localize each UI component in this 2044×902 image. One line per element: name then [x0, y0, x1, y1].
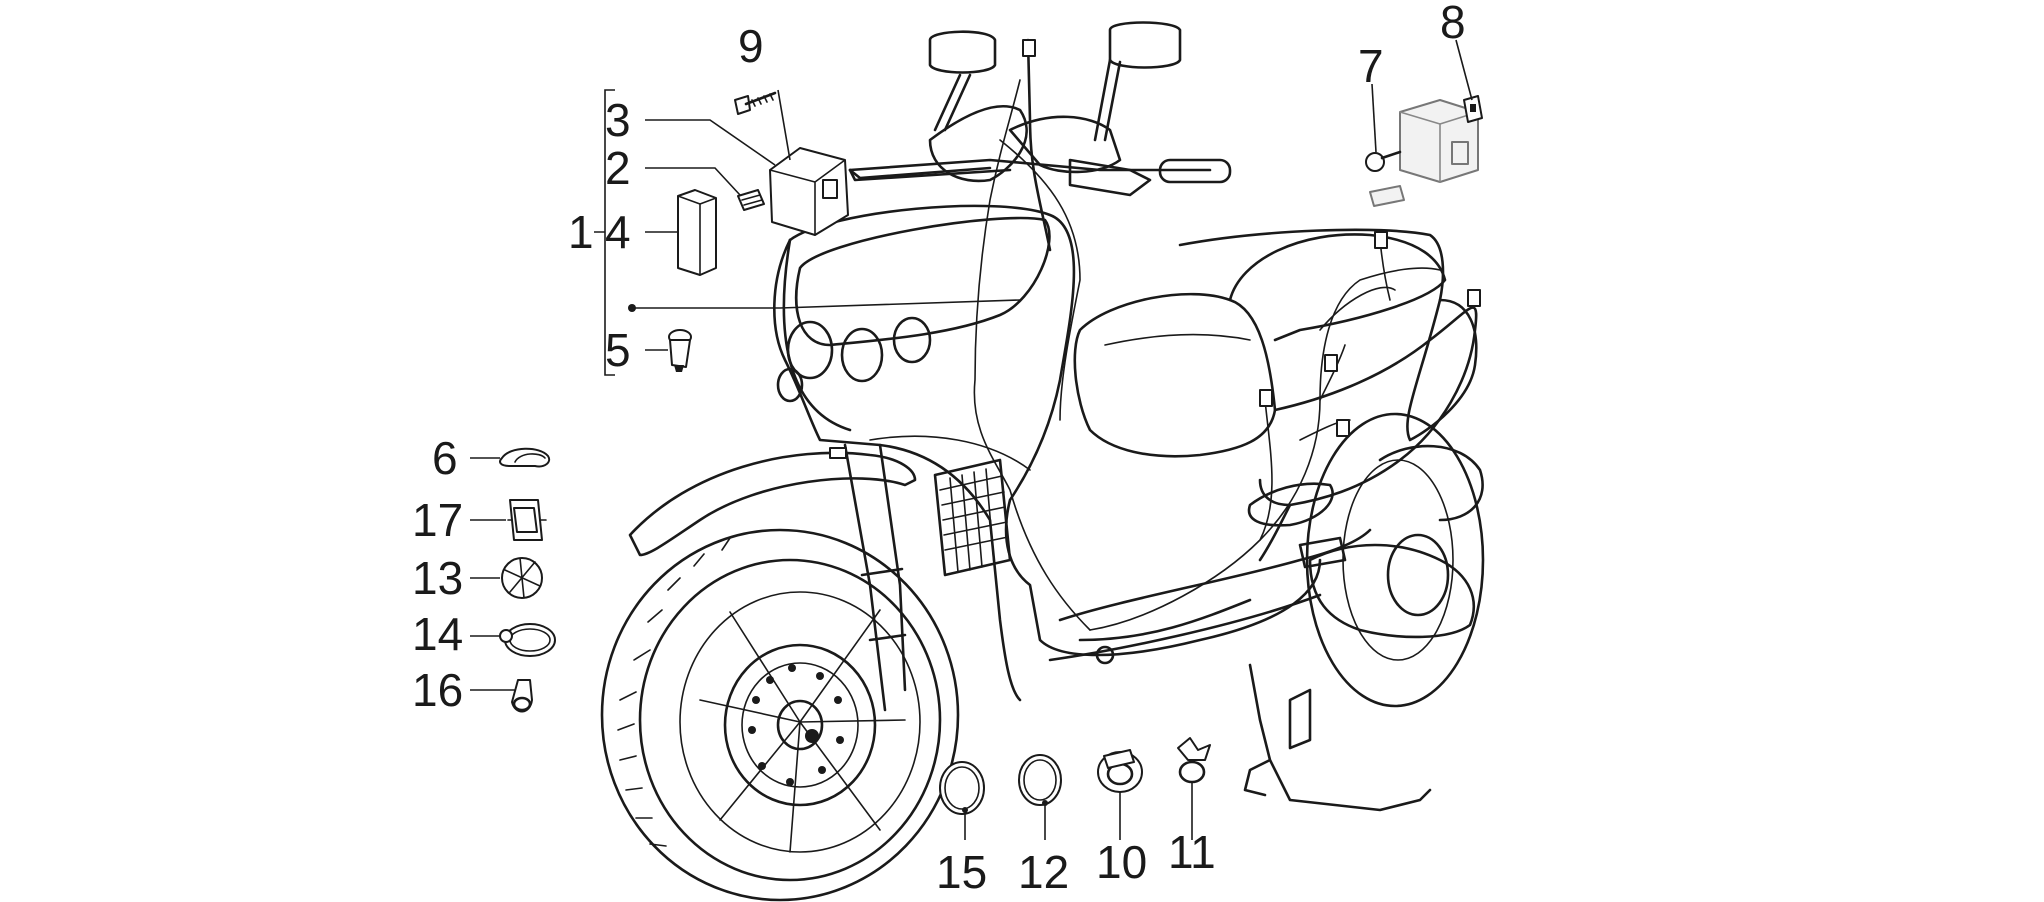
hose-clamp-10-part [1097, 749, 1143, 793]
leader-3 [645, 119, 776, 166]
leader-7 [1371, 83, 1377, 153]
grille [933, 458, 1012, 577]
screw-7-part [1365, 150, 1402, 172]
callout-7: 7 [1358, 40, 1384, 92]
tail-light [1406, 298, 1478, 442]
callout-2: 2 [605, 142, 631, 194]
callout-11: 11 [1168, 826, 1216, 878]
floorboard [1048, 528, 1372, 662]
clip-8-part [1463, 95, 1483, 123]
scooter-body [788, 204, 1322, 657]
relay-part [737, 189, 765, 211]
clip-6-part [499, 447, 551, 468]
callout-10: 10 [1096, 836, 1147, 888]
front-mudguard [628, 451, 917, 557]
callout-15: 15 [936, 846, 987, 898]
push-clip-11-part [1177, 737, 1211, 784]
screw-part [734, 91, 777, 115]
fuse-box-part [677, 189, 717, 276]
holder-16-part [511, 679, 533, 713]
grommet-13-part [501, 557, 543, 599]
band-clip-14-part [499, 623, 556, 657]
seat [1073, 233, 1447, 458]
callout-1: 1 [568, 206, 594, 258]
callout-17: 17 [412, 494, 463, 546]
leader-8 [1455, 39, 1473, 101]
band-12-part [1018, 754, 1062, 806]
leader-2 [645, 167, 741, 196]
callout-12: 12 [1018, 846, 1069, 898]
rear-body [1258, 306, 1478, 507]
fuse-part [668, 329, 692, 372]
callout-5: 5 [605, 324, 631, 376]
engine-unit [1308, 543, 1475, 639]
callout-8: 8 [1440, 0, 1466, 48]
callout-13: 13 [412, 552, 463, 604]
control-unit-part [769, 147, 849, 236]
band-15-part [939, 761, 985, 815]
control-unit-ghost-part [1369, 99, 1479, 207]
front-fork [843, 443, 907, 712]
callout-6: 6 [432, 432, 458, 484]
leader-1-harness [632, 299, 1021, 309]
scooter-illustration [600, 21, 1485, 902]
handlebars [848, 104, 1232, 197]
grab-rail [1178, 228, 1445, 302]
centre-stand [1243, 663, 1432, 812]
front-wheel [600, 528, 960, 902]
callout-3: 3 [605, 94, 631, 146]
leader-9 [777, 89, 791, 161]
callout-16: 16 [412, 664, 463, 716]
clamp-17-part [507, 499, 547, 541]
callout-4: 4 [605, 206, 631, 258]
callout-labels: 1 2 3 4 5 6 7 8 9 10 11 12 13 14 15 16 1… [412, 0, 1466, 898]
mirrors [928, 21, 1182, 142]
rear-wheel [1305, 412, 1485, 708]
callout-14: 14 [412, 608, 463, 660]
group-1-bracket [594, 89, 615, 376]
wiring-harness [829, 38, 1481, 665]
callout-9: 9 [738, 20, 764, 72]
